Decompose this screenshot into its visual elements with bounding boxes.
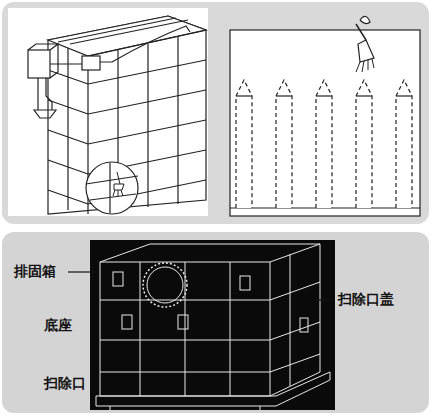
top-panel — [2, 2, 429, 224]
part-label: 排固箱 — [14, 264, 56, 279]
leader-line — [68, 272, 333, 300]
part-label: 扫除口盖 — [338, 292, 394, 307]
boiler-photo — [90, 240, 335, 410]
part-label: 底座 — [44, 318, 72, 333]
tube-sketch — [230, 16, 420, 216]
part-label: 扫除口 — [44, 376, 86, 391]
boiler-sketch — [8, 8, 208, 216]
bottom-panel — [2, 232, 429, 413]
